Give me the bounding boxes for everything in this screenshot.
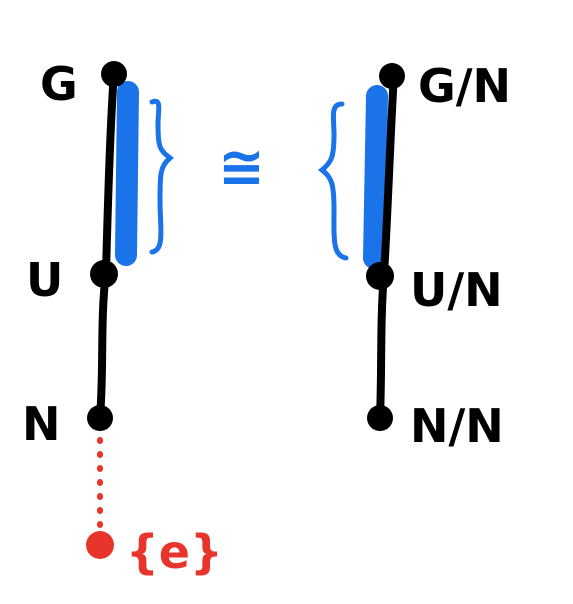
left-label-g: G	[40, 57, 78, 111]
right-brace-icon	[317, 101, 349, 261]
right-label-un: U/N	[410, 263, 503, 317]
right-node-gn	[379, 63, 405, 89]
right-label-gn: G/N	[418, 59, 511, 113]
right-label-nn: N/N	[410, 399, 504, 453]
right-highlight-bar	[363, 85, 388, 269]
left-node-g	[101, 61, 127, 87]
right-edge-gn-un	[380, 70, 398, 278]
left-edge-g-u	[102, 68, 118, 276]
left-node-n	[87, 405, 113, 431]
right-node-nn	[367, 405, 393, 431]
right-node-un	[366, 262, 394, 290]
left-node-u	[90, 260, 118, 288]
left-node-identity	[86, 531, 114, 559]
left-highlight-bar	[115, 81, 139, 266]
isomorphism-symbol: ≅	[218, 135, 265, 200]
left-label-u: U	[26, 253, 63, 307]
left-edge-u-n	[96, 268, 110, 420]
left-label-identity: {e}	[126, 525, 223, 579]
right-edge-un-nn	[376, 270, 388, 420]
left-label-n: N	[22, 397, 61, 451]
left-brace-icon	[149, 98, 175, 255]
